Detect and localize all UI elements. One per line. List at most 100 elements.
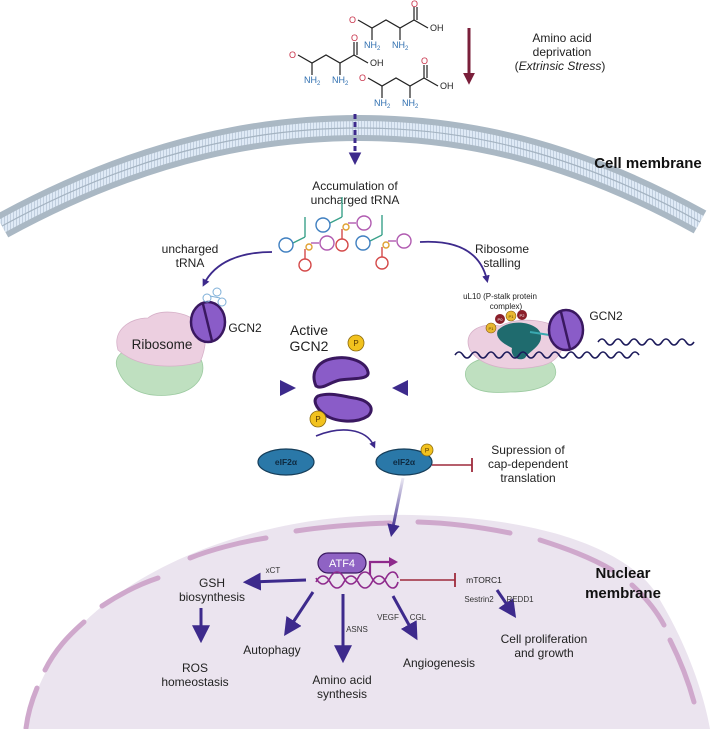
atom-nh2: NH2 [392, 40, 409, 52]
redd1-label: REDD1 [506, 595, 534, 604]
ribosome-stalling-arrow [419, 240, 490, 283]
suppression-inhibition: Supression of cap-dependent translation [432, 443, 569, 485]
phospho-label: P [425, 448, 429, 455]
atom-o: O [351, 33, 358, 43]
phospho-label: P [353, 339, 358, 348]
phospho-label: P [315, 415, 320, 424]
gcn2-bound-icon [189, 300, 227, 344]
accumulation-line1: Accumulation of [312, 179, 398, 193]
trna-cluster [278, 197, 412, 272]
bead-label: P0 [498, 317, 504, 322]
asparagine-molecule [297, 42, 369, 75]
bead-label: P1 [509, 314, 515, 319]
gcn2-upper-lobe [312, 356, 370, 389]
trna-icon [278, 217, 335, 272]
atf4-badge [317, 552, 367, 574]
atom-o: O [411, 0, 418, 9]
angiogenesis-label: Angiogenesis [403, 656, 475, 670]
cgl-label: CGL [410, 613, 427, 622]
left-ribosome-complex: Ribosome GCN2 [116, 287, 262, 396]
atom-o: O [349, 15, 356, 25]
atom-o: O [359, 73, 366, 83]
phosphorylation-arrow [315, 429, 376, 449]
p-stalk-bead [495, 314, 505, 324]
phospho-icon: P [309, 410, 327, 428]
gsh-line1: GSH [199, 576, 225, 590]
accumulation-line2: uncharged tRNA [311, 193, 400, 207]
right-to-active-arrowhead [392, 380, 408, 396]
suppression-line1: Supression of [491, 443, 565, 457]
atf4-gene: ATF4 [315, 552, 399, 589]
eif2a-label: eIF2α [275, 457, 298, 467]
asns-label: ASNS [346, 625, 368, 634]
uncharged-trna-label-line1: uncharged [162, 242, 219, 256]
active-gcn2-line2: GCN2 [290, 338, 329, 354]
stress-line1: Amino acid [532, 31, 591, 45]
stress-line2: deprivation [533, 45, 592, 59]
atf4-label: ATF4 [329, 558, 355, 570]
atom-nh2: NH2 [402, 98, 419, 110]
left-to-active-arrowhead [280, 380, 296, 396]
cell-membrane: Cell membrane [0, 114, 707, 238]
left-gcn2-label: GCN2 [228, 321, 262, 335]
nuclear-label-line1: Nuclear [595, 565, 650, 582]
eif2a-phosphorylated: eIF2α P [375, 443, 434, 476]
p-stalk-bead [505, 310, 517, 322]
autophagy-label: Autophagy [243, 643, 300, 657]
nucleus: Nuclear membrane [23, 514, 710, 729]
right-ribosome-complex: P1 P0 P1 P2 uL10 (P-stalk protein comple… [454, 292, 695, 393]
trna-icon [355, 215, 412, 270]
mrna-strand [454, 338, 695, 359]
asparagine-molecule [367, 65, 439, 98]
atom-oh: OH [370, 58, 384, 68]
aa-synthesis-line2: synthesis [317, 687, 367, 701]
phospho-icon: P [420, 443, 434, 457]
ros-line2: homeostasis [161, 675, 228, 689]
active-gcn2-line1: Active [290, 322, 328, 338]
trna-icon [315, 197, 372, 252]
uncharged-trna-arrow [202, 251, 273, 287]
cell-membrane-label: Cell membrane [594, 155, 702, 172]
mtorc1-label: mTORC1 [466, 575, 502, 585]
dna-helix [315, 571, 399, 589]
proliferation-line1: Cell proliferation [501, 632, 588, 646]
arrow-to-angiogenesis [391, 595, 418, 641]
atom-nh2: NH2 [304, 75, 321, 87]
ribosome-label: Ribosome [132, 337, 193, 352]
right-gcn2-label: GCN2 [589, 309, 623, 323]
p-stalk-bead [517, 310, 527, 320]
gcn2-bound-icon [547, 308, 585, 352]
pstalk-label-line1: uL10 (P-stalk protein [463, 292, 537, 301]
atom-nh2: NH2 [364, 40, 381, 52]
sestrin2-label: Sestrin2 [464, 595, 494, 604]
asparagine-molecule [357, 7, 429, 40]
transcription-arrowhead [389, 557, 398, 567]
pstalk-label-line2: complex) [490, 302, 523, 311]
transcription-start-arrow [368, 560, 390, 575]
suppression-line3: translation [500, 471, 555, 485]
atom-oh: OH [440, 81, 454, 91]
proliferation-line2: and growth [514, 646, 573, 660]
active-gcn2: Active GCN2 P P [290, 322, 373, 428]
xct-label: xCT [266, 566, 281, 575]
arrow-to-autophagy [284, 591, 315, 637]
bead-label: P1 [489, 326, 495, 331]
ribosome-stalling-label-line2: stalling [483, 256, 520, 270]
ribosome-stalling-label-line1: Ribosome [475, 242, 529, 256]
bound-trna-icon [202, 287, 227, 307]
stress-indicator: Amino acid deprivation (Extrinsic Stress… [463, 28, 606, 85]
suppression-line2: cap-dependent [488, 457, 569, 471]
arrow-to-proliferation [495, 589, 517, 618]
atom-oh: OH [430, 23, 444, 33]
atom-nh2: NH2 [332, 75, 349, 87]
stress-line3: (Extrinsic Stress) [515, 59, 606, 73]
p-stalk-beads: P1 P0 P1 P2 [485, 310, 527, 334]
eif2a-to-nucleus-arrow [387, 477, 405, 537]
atom-o: O [421, 56, 428, 66]
gcn2-lower-lobe [313, 392, 373, 423]
bead-label: P2 [520, 313, 526, 318]
aa-synthesis-line1: Amino acid [312, 673, 371, 687]
gsh-line2: biosynthesis [179, 590, 245, 604]
nuclear-membrane-label: Nuclear membrane [585, 565, 661, 602]
